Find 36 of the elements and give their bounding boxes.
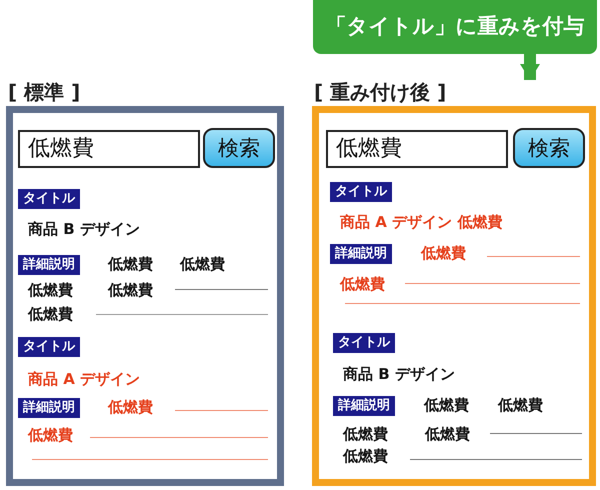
field-tag: 詳細説明 <box>18 398 80 418</box>
result-text: 低燃費 <box>343 447 388 465</box>
field-tag: タイトル <box>330 182 392 202</box>
result-text: 低燃費 <box>421 244 466 262</box>
result-text: 低燃費 <box>108 281 153 299</box>
result-text: 商品 A デザイン <box>28 370 140 388</box>
result-text: 商品 B デザイン <box>28 220 140 238</box>
result-text: 低燃費 <box>498 396 543 414</box>
field-tag: タイトル <box>18 337 80 357</box>
result-text: 低燃費 <box>424 396 469 414</box>
panel-heading: [ 標準 ] <box>8 80 80 104</box>
callout-banner: 「タイトル」に重みを付与 <box>313 0 597 54</box>
result-panel <box>6 80 284 486</box>
field-tag: 詳細説明 <box>333 396 395 416</box>
result-text: 低燃費 <box>28 281 73 299</box>
result-text: 低燃費 <box>108 398 153 416</box>
arrow <box>520 54 540 80</box>
result-text: 商品 B デザイン <box>343 365 455 383</box>
result-text: 低燃費 <box>180 255 225 273</box>
result-panel <box>312 80 596 486</box>
search-button: 検索 <box>203 128 275 168</box>
result-text: 低燃費 <box>343 425 388 443</box>
result-text: 低燃費 <box>108 255 153 273</box>
result-text: 低燃費 <box>28 305 73 323</box>
result-text: 低燃費 <box>425 425 470 443</box>
field-tag: タイトル <box>18 189 80 209</box>
field-tag: タイトル <box>333 333 395 353</box>
result-text: 低燃費 <box>28 426 73 444</box>
result-text: 商品 A デザイン 低燃費 <box>340 213 502 231</box>
panel-heading: [ 重み付け後 ] <box>314 80 446 104</box>
field-tag: 詳細説明 <box>330 244 392 264</box>
search-field: 低燃費 <box>18 130 200 168</box>
search-field: 低燃費 <box>326 130 508 168</box>
search-button: 検索 <box>513 128 585 168</box>
result-text: 低燃費 <box>340 275 385 293</box>
field-tag: 詳細説明 <box>18 255 80 275</box>
